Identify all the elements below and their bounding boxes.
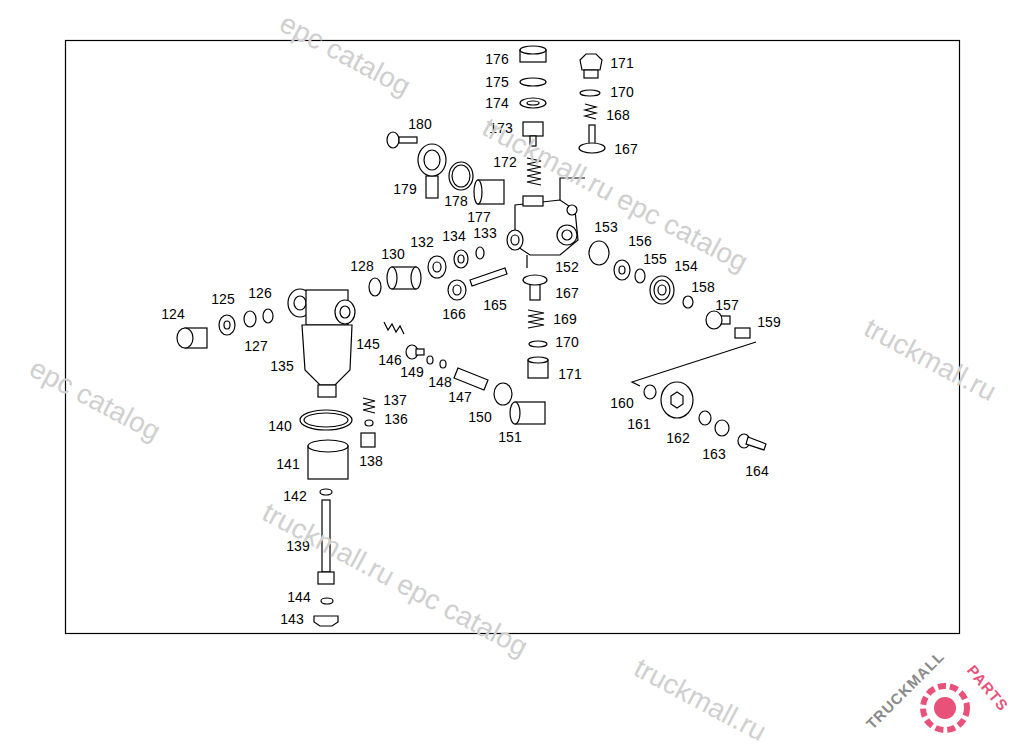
callout-number: 128 [350, 259, 373, 273]
callout-number: 155 [643, 252, 666, 266]
logo-text: PARTS [965, 662, 1012, 714]
callout-number: 162 [666, 431, 689, 445]
callout-number: 151 [498, 430, 521, 444]
callout-number: 134 [442, 229, 465, 243]
callout-number: 146 [378, 353, 401, 367]
callout-number: 142 [283, 489, 306, 503]
callout-number: 165 [483, 298, 506, 312]
callout-number: 154 [674, 259, 697, 273]
callout-number: 135 [270, 359, 293, 373]
callout-number: 126 [248, 286, 271, 300]
callout-number: 171 [558, 367, 581, 381]
callout-number: 169 [553, 312, 576, 326]
callout-number: 158 [691, 280, 714, 294]
callout-number: 136 [384, 412, 407, 426]
callout-number: 152 [555, 260, 578, 274]
callout-number: 133 [473, 226, 496, 240]
callout-number: 127 [244, 339, 267, 353]
logo-mark [923, 686, 967, 730]
callout-number: 124 [161, 307, 184, 321]
callout-number: 147 [448, 390, 471, 404]
callout-number: 171 [610, 56, 633, 70]
callout-number: 166 [442, 307, 465, 321]
watermark: epc catalog [275, 9, 415, 101]
callout-number: 130 [381, 247, 404, 261]
callout-number: 180 [408, 117, 431, 131]
watermark: truckmall.ru epc catalog [258, 498, 532, 662]
callout-number: 168 [606, 108, 629, 122]
callout-number: 167 [555, 286, 578, 300]
callout-number: 157 [715, 298, 738, 312]
callout-number: 174 [485, 96, 508, 110]
callout-number: 176 [485, 52, 508, 66]
watermark: truckmall.ru [860, 314, 1001, 407]
watermark: truckmall.ru [630, 654, 771, 747]
callout-number: 175 [485, 75, 508, 89]
callout-number: 178 [444, 194, 467, 208]
callout-number: 140 [268, 419, 291, 433]
callout-number: 137 [383, 393, 406, 407]
callout-number: 167 [614, 142, 637, 156]
callout-number: 143 [280, 612, 303, 626]
callout-number: 161 [627, 417, 650, 431]
callout-number: 170 [610, 85, 633, 99]
callout-number: 164 [745, 464, 768, 478]
callout-number: 163 [702, 447, 725, 461]
callout-number: 132 [410, 235, 433, 249]
callout-number: 148 [428, 375, 451, 389]
watermark: truckmall.ru epc catalog [478, 113, 752, 277]
callout-number: 160 [610, 396, 633, 410]
callout-number: 141 [276, 457, 299, 471]
callout-number: 159 [757, 315, 780, 329]
callout-number: 150 [468, 410, 491, 424]
callout-number: 145 [356, 337, 379, 351]
callout-number: 153 [594, 220, 617, 234]
callout-number: 144 [287, 590, 310, 604]
callout-number: 179 [393, 182, 416, 196]
callout-number: 177 [467, 210, 490, 224]
callout-number: 156 [628, 234, 651, 248]
frame [66, 41, 960, 634]
callout-number: 138 [359, 454, 382, 468]
callout-number: 125 [211, 292, 234, 306]
callout-number: 170 [555, 335, 578, 349]
callout-number: 149 [400, 365, 423, 379]
watermark: epc catalog [25, 354, 165, 446]
